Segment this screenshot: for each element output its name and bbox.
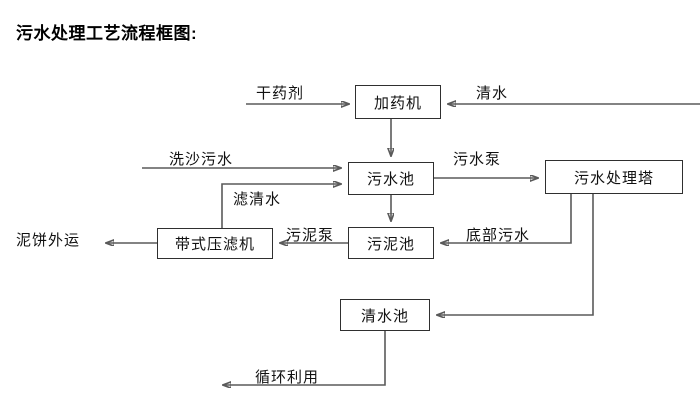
node-污水处理塔[interactable]: 污水处理塔 [545,160,683,194]
label-洗沙污水: 洗沙污水 [169,151,234,168]
node-污水池[interactable]: 污水池 [348,162,434,195]
edge-press-to-sewage-filtrate [221,184,341,228]
edge-tower-to-clearwater [437,194,594,315]
node-清水池[interactable]: 清水池 [340,299,430,331]
edge-clearwater-to-recycle [223,331,386,385]
label-清水: 清水 [476,85,509,102]
label-底部污水: 底部污水 [466,227,531,244]
label-泥饼外运: 泥饼外运 [16,232,81,249]
node-污泥池[interactable]: 污泥池 [348,227,434,259]
node-加药机[interactable]: 加药机 [355,85,441,119]
label-循环利用: 循环利用 [255,369,320,386]
label-污泥泵: 污泥泵 [286,227,335,244]
label-污水泵: 污水泵 [453,151,502,168]
label-干药剂: 干药剂 [256,85,305,102]
page-title: 污水处理工艺流程框图: [16,24,198,43]
label-滤清水: 滤清水 [233,191,282,208]
node-带式压滤机[interactable]: 带式压滤机 [157,228,273,259]
edge-tower-to-sludge-bottom [441,194,572,243]
